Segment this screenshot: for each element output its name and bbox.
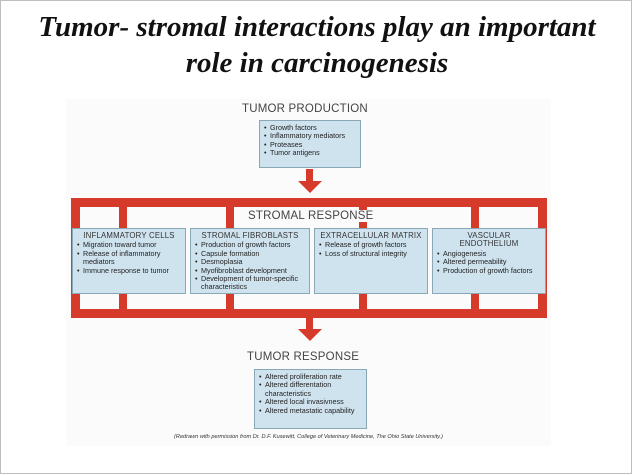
- list-item: Proteases: [264, 140, 356, 150]
- list-item: Altered differentation characteristics: [259, 381, 362, 398]
- list-item: Myofibroblast development: [195, 266, 305, 276]
- list-item: Capsule formation: [195, 249, 305, 259]
- category-extracellular-matrix: EXTRACELLULAR MATRIX Release of growth f…: [314, 228, 428, 294]
- list-item: Production of growth factors: [195, 240, 305, 250]
- list-item: Development of tumor-specific characteri…: [195, 274, 305, 292]
- list-item: Release of inflammatory mediators: [77, 249, 181, 267]
- category-heading: VASCULAR ENDOTHELIUM: [459, 231, 519, 249]
- list-item: Altered permeability: [437, 257, 541, 267]
- figure-caption: (Redrawn with permission from Dr. D.F. K…: [174, 434, 443, 440]
- category-heading: EXTRACELLULAR MATRIX: [320, 231, 422, 240]
- list-item: Migration toward tumor: [77, 240, 181, 250]
- tumor-response-box: Altered proliferation rate Altered diffe…: [254, 369, 367, 429]
- list-item: Angiogenesis: [437, 249, 541, 259]
- category-inflammatory-cells: INFLAMMATORY CELLS Migration toward tumo…: [72, 228, 186, 294]
- title-line-1: Tumor- stromal interactions play an impo…: [38, 11, 596, 43]
- category-vascular-endothelium: VASCULAR ENDOTHELIUM Angiogenesis Altere…: [432, 228, 546, 294]
- list-item: Altered local invasivness: [259, 397, 362, 407]
- category-heading: STROMAL FIBROBLASTS: [201, 231, 299, 240]
- list-item: Inflammatory mediators: [264, 131, 356, 141]
- arrow-head-bottom: [298, 329, 322, 341]
- stromal-response-label: STROMAL RESPONSE: [245, 210, 377, 222]
- tumor-production-box: Growth factors Inflammatory mediators Pr…: [259, 120, 361, 168]
- diagram-figure: TUMOR PRODUCTION Growth factors Inflamma…: [66, 99, 551, 446]
- category-heading: INFLAMMATORY CELLS: [83, 231, 175, 240]
- list-item: Release of growth factors: [319, 240, 423, 250]
- arrow-shaft-bottom: [306, 317, 313, 331]
- arrow-head-top: [298, 181, 322, 193]
- category-stromal-fibroblasts: STROMAL FIBROBLASTS Production of growth…: [190, 228, 310, 294]
- list-item: Altered metastatic capability: [259, 406, 362, 416]
- list-item: Desmoplasia: [195, 257, 305, 267]
- list-item: Loss of structural integrity: [319, 249, 423, 259]
- list-item: Production of growth factors: [437, 266, 541, 276]
- tumor-production-label: TUMOR PRODUCTION: [242, 103, 368, 115]
- list-item: Tumor antigens: [264, 148, 356, 158]
- list-item: Altered proliferation rate: [259, 372, 362, 382]
- red-frame-bottom: [71, 309, 547, 318]
- slide-title: Tumor- stromal interactions play an impo…: [21, 9, 613, 81]
- list-item: Immune response to tumor: [77, 266, 181, 276]
- list-item: Growth factors: [264, 123, 356, 133]
- arrow-shaft-top: [306, 169, 313, 183]
- title-line-2: role in carcinogenesis: [185, 47, 449, 79]
- red-frame-top: [71, 198, 547, 207]
- tumor-response-label: TUMOR RESPONSE: [247, 351, 360, 363]
